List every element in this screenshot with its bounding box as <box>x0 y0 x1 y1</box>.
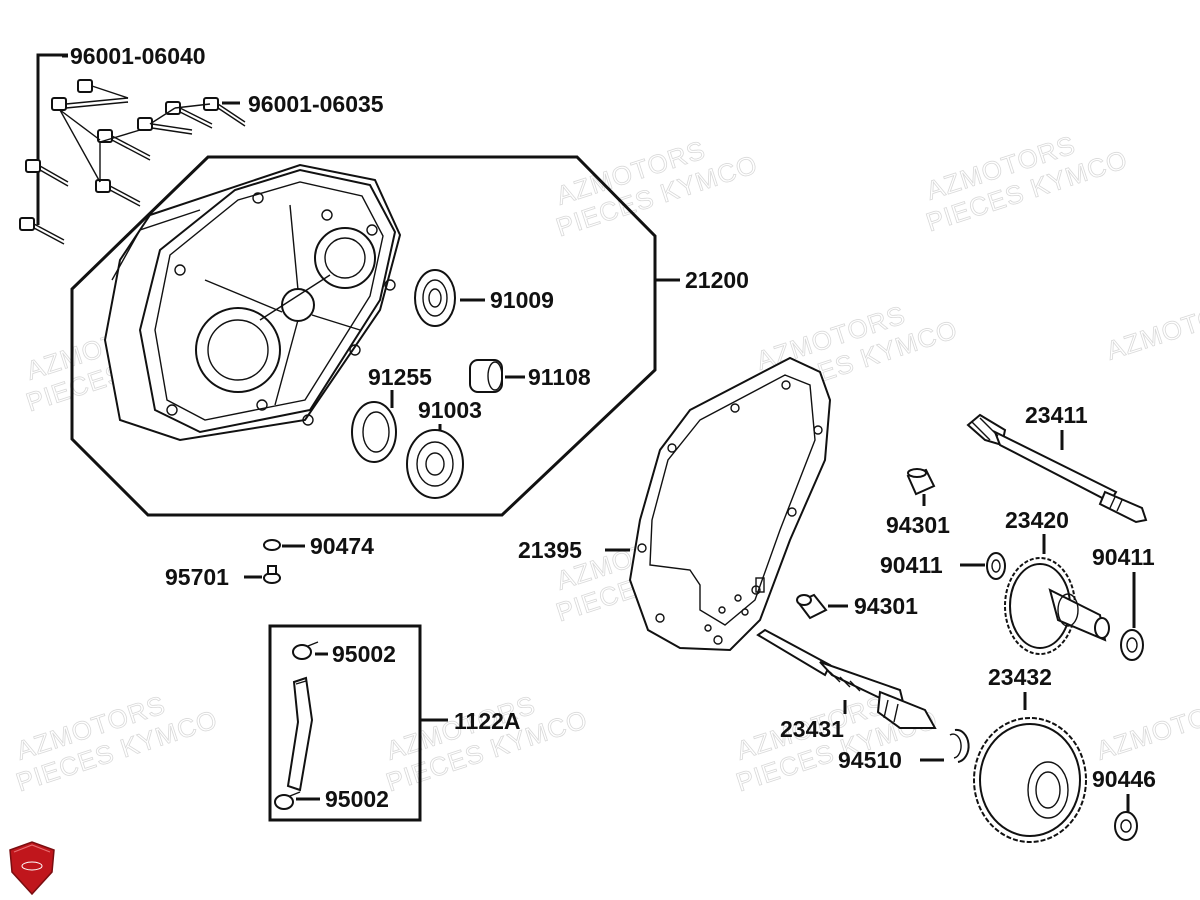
callout-21395: 21395 <box>518 537 582 563</box>
callout-23420: 23420 <box>1005 507 1069 533</box>
callout-96001-06035: 96001-06035 <box>248 91 384 117</box>
dowel-pin-icon <box>906 468 936 496</box>
gear-icon <box>1004 557 1110 655</box>
transmission-cover <box>103 163 402 442</box>
bolt-icon <box>77 79 129 99</box>
callout-1122A: 1122A <box>454 708 521 734</box>
callout-21200: 21200 <box>685 267 749 293</box>
case-assembly-outline <box>70 155 657 517</box>
callout-96001-06040: 96001-06040 <box>70 43 206 69</box>
bolt-icon <box>95 179 141 207</box>
bolt-icon <box>137 117 193 135</box>
bolt-icon <box>51 97 129 111</box>
svg-text:AZMOTORS: AZMOTORS <box>1103 289 1200 365</box>
bolts <box>19 53 246 245</box>
svg-text:AZMOTORS: AZMOTORS <box>1093 689 1200 765</box>
callout-90411-left: 90411 <box>880 552 943 578</box>
bearing-icon <box>414 269 456 327</box>
hose-clip-icon <box>292 641 319 660</box>
callout-91255: 91255 <box>368 364 432 390</box>
bolt-icon <box>25 159 69 187</box>
callout-23432: 23432 <box>988 664 1052 690</box>
watermark: AZMOTORS PIECES KYMCO <box>12 689 222 798</box>
circlip-icon <box>949 728 970 763</box>
callout-23431: 23431 <box>780 716 844 742</box>
dowel-pin-icon <box>796 593 828 620</box>
azmotors-logo <box>9 841 55 896</box>
hose-clip-icon <box>274 791 301 810</box>
bearing-icon <box>406 429 464 499</box>
drive-shaft-icon <box>966 413 1148 524</box>
washer-icon <box>263 539 281 551</box>
callout-94301-top: 94301 <box>886 512 950 538</box>
callout-90411-right: 90411 <box>1092 544 1155 570</box>
bolt-leader <box>36 53 68 225</box>
watermark: AZMOTORS <box>1102 289 1200 366</box>
hose-icon <box>286 676 314 792</box>
bolt-icon <box>203 97 246 127</box>
watermark: AZMOTORS PIECES KYMCO <box>382 689 592 798</box>
watermark: AZMOTORS PIECES KYMCO <box>922 129 1132 238</box>
watermark: AZMOTORS <box>1092 689 1200 766</box>
needle-bearing-icon <box>469 359 503 393</box>
callout-94301-bottom: 94301 <box>854 593 918 619</box>
callout-91108: 91108 <box>528 364 591 390</box>
callout-23411: 23411 <box>1025 402 1088 428</box>
callout-90474: 90474 <box>310 533 374 559</box>
callout-95701: 95701 <box>165 564 229 590</box>
hose-assembly-outline <box>268 624 422 822</box>
callout-91009: 91009 <box>490 287 554 313</box>
thrust-washer-icon <box>1114 811 1138 841</box>
oil-seal-icon <box>351 401 397 463</box>
bolt-icon <box>19 217 65 245</box>
callout-94510: 94510 <box>838 747 902 773</box>
final-gear-icon <box>973 717 1087 843</box>
watermark: AZMOTORS PIECES KYMCO <box>552 134 762 243</box>
callout-91003: 91003 <box>418 397 482 423</box>
output-shaft-icon <box>756 628 937 729</box>
callout-95002-bottom: 95002 <box>325 786 389 812</box>
gasket-icon <box>628 356 832 652</box>
thrust-washer-icon <box>986 552 1006 580</box>
drain-bolt-icon <box>263 565 281 584</box>
callout-95002-top: 95002 <box>332 641 396 667</box>
callout-90446: 90446 <box>1092 766 1156 792</box>
thrust-washer-icon <box>1120 629 1144 661</box>
